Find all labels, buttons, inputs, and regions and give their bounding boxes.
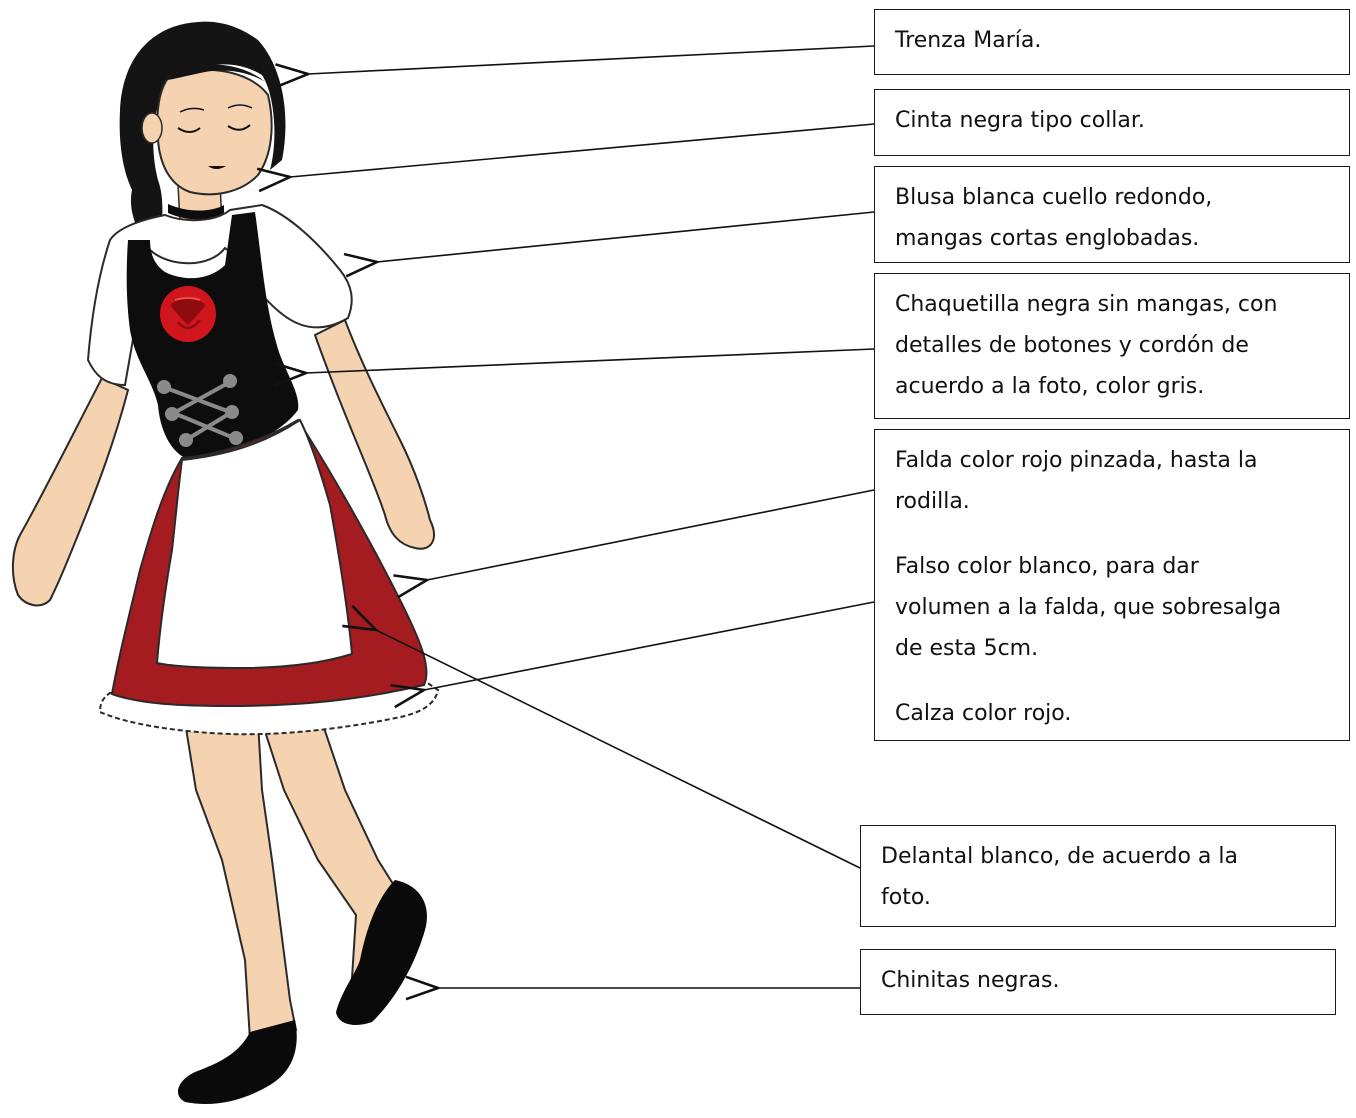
arms bbox=[12, 318, 435, 607]
vest-lacing bbox=[157, 374, 243, 447]
label-falso-text: Falso color blanco, para dar volumen a l… bbox=[895, 546, 1331, 669]
eye-right bbox=[227, 124, 251, 131]
arrow-chaquetilla bbox=[306, 348, 875, 373]
label-line: Delantal blanco, de acuerdo a la bbox=[881, 844, 1238, 869]
eye-left bbox=[177, 127, 201, 133]
arrow-blusa bbox=[377, 211, 875, 262]
label-trenza: Trenza María. bbox=[874, 9, 1350, 75]
label-text: Blusa blanca cuello redondo, mangas cort… bbox=[895, 177, 1331, 259]
arrow-trenza bbox=[308, 45, 875, 74]
red-rose bbox=[160, 286, 216, 342]
arrow-delantal bbox=[376, 630, 861, 869]
arrow-cinta bbox=[290, 123, 875, 177]
hair bbox=[119, 21, 286, 246]
label-line: foto. bbox=[881, 885, 931, 910]
label-line: mangas cortas englobadas. bbox=[895, 226, 1200, 251]
label-chaquetilla: Chaquetilla negra sin mangas, con detall… bbox=[874, 273, 1350, 419]
label-text: Trenza María. bbox=[895, 28, 1042, 53]
white-blouse bbox=[86, 203, 353, 387]
label-line: Chaquetilla negra sin mangas, con bbox=[895, 292, 1278, 317]
callout-lines bbox=[290, 45, 875, 988]
label-chinitas: Chinitas negras. bbox=[860, 949, 1336, 1015]
label-falda-text: Falda color rojo pinzada, hasta la rodil… bbox=[895, 440, 1331, 522]
face bbox=[156, 68, 273, 196]
label-delantal: Delantal blanco, de acuerdo a la foto. bbox=[860, 825, 1336, 927]
ear bbox=[141, 112, 163, 144]
label-line: detalles de botones y cordón de bbox=[895, 333, 1249, 358]
label-text: Cinta negra tipo collar. bbox=[895, 108, 1145, 133]
arrow-falso bbox=[424, 601, 875, 690]
white-apron bbox=[155, 418, 354, 670]
label-text: Delantal blanco, de acuerdo a la foto. bbox=[881, 836, 1317, 918]
label-line: rodilla. bbox=[895, 489, 970, 514]
mouth bbox=[208, 166, 226, 169]
label-text: Chaquetilla negra sin mangas, con detall… bbox=[895, 284, 1331, 407]
brow bbox=[179, 104, 253, 113]
label-line: volumen a la falda, que sobresalga bbox=[895, 595, 1282, 620]
hair-fringe bbox=[165, 64, 265, 82]
label-falda: Falda color rojo pinzada, hasta la rodil… bbox=[874, 429, 1350, 741]
label-line: Blusa blanca cuello redondo, bbox=[895, 185, 1213, 210]
black-vest bbox=[126, 212, 299, 458]
label-text: Chinitas negras. bbox=[881, 968, 1060, 993]
label-calza-text: Calza color rojo. bbox=[895, 701, 1072, 726]
label-line: Falda color rojo pinzada, hasta la bbox=[895, 448, 1258, 473]
black-shoes bbox=[177, 880, 427, 1105]
black-choker bbox=[168, 204, 224, 220]
arrow-falda bbox=[427, 489, 875, 580]
label-line: de esta 5cm. bbox=[895, 636, 1039, 661]
label-blusa: Blusa blanca cuello redondo, mangas cort… bbox=[874, 166, 1350, 263]
label-line: acuerdo a la foto, color gris. bbox=[895, 374, 1205, 399]
label-cinta: Cinta negra tipo collar. bbox=[874, 89, 1350, 156]
label-line: Falso color blanco, para dar bbox=[895, 554, 1199, 579]
